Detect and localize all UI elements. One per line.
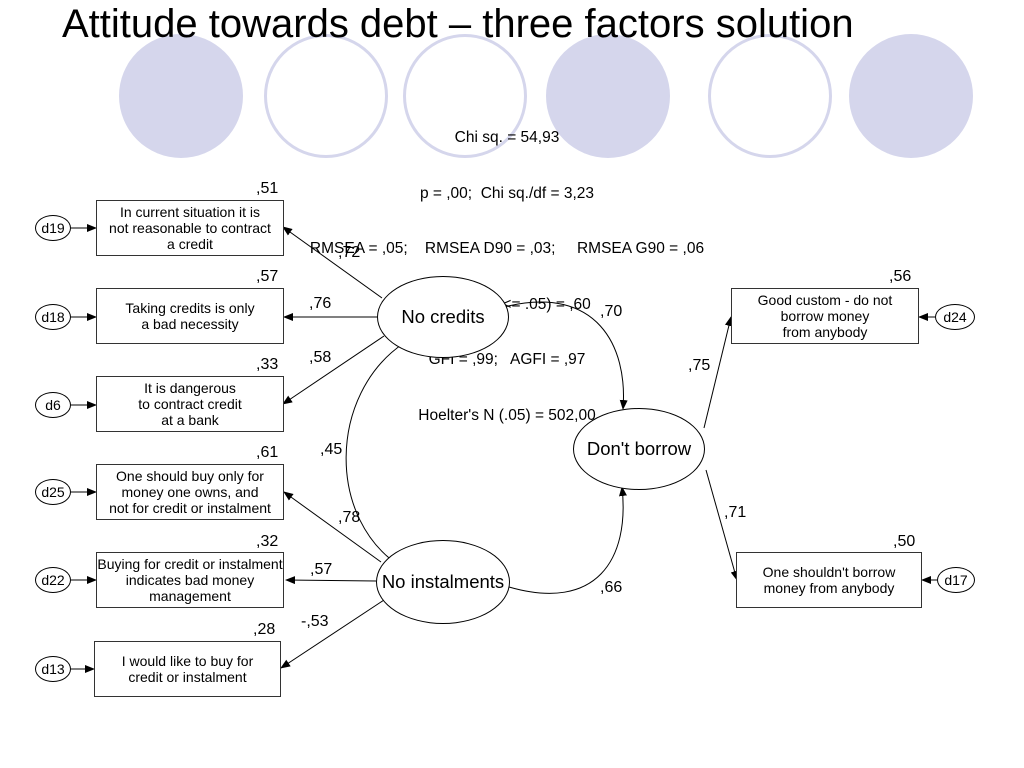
fit-line-p-value: p = ,00; Chi sq./df = 3,23 bbox=[419, 184, 595, 202]
error-term-d17: d17 bbox=[937, 567, 975, 593]
decorative-circle-1 bbox=[119, 34, 243, 158]
error-term-d25: d25 bbox=[35, 479, 71, 505]
decorative-circle-2 bbox=[264, 34, 388, 158]
r2-label-d18: ,57 bbox=[256, 268, 279, 285]
latent-factor-dont-borrow: Don't borrow bbox=[573, 408, 705, 490]
indicator-box-d17: One shouldn't borrow money from anybody bbox=[736, 552, 922, 608]
loading-label-d22: ,57 bbox=[310, 561, 333, 578]
loading-label-d13: -,53 bbox=[301, 613, 329, 630]
latent-factor-no-instalments: No instalments bbox=[376, 540, 510, 624]
indicator-box-d18: Taking credits is only a bad necessity bbox=[96, 288, 284, 344]
r2-label-d24: ,56 bbox=[889, 268, 912, 285]
loading-label-d25: ,78 bbox=[338, 509, 361, 526]
decorative-circle-4 bbox=[546, 34, 670, 158]
r2-label-d19: ,51 bbox=[256, 180, 279, 197]
indicator-box-d22: Buying for credit or instalment indicate… bbox=[96, 552, 284, 608]
slide-title: Attitude towards debt – three factors so… bbox=[62, 2, 854, 46]
correlation-arc-noinstalments-dontborrow bbox=[499, 486, 627, 594]
loading-arrow-d19 bbox=[282, 226, 383, 299]
decorative-circle-3 bbox=[403, 34, 527, 158]
error-term-d13: d13 bbox=[35, 656, 71, 682]
error-term-d19: d19 bbox=[35, 215, 71, 241]
error-term-d6: d6 bbox=[35, 392, 71, 418]
loading-arrow-d17 bbox=[705, 469, 739, 581]
r2-label-d17: ,50 bbox=[893, 533, 916, 550]
correlation-arc-nocredits-dontborrow bbox=[498, 301, 628, 410]
loading-label-d24: ,75 bbox=[688, 357, 711, 374]
indicator-box-d24: Good custom - do not borrow money from a… bbox=[731, 288, 919, 344]
r2-label-d13: ,28 bbox=[253, 621, 276, 638]
loading-arrow-d6 bbox=[282, 335, 385, 405]
error-term-d24: d24 bbox=[935, 304, 975, 330]
correlation-arc-nocredits-noinstalments bbox=[345, 334, 414, 569]
r2-label-d22: ,32 bbox=[256, 533, 279, 550]
r2-label-d25: ,61 bbox=[256, 444, 279, 461]
loading-label-d19: ,72 bbox=[338, 244, 361, 261]
loading-arrow-d13 bbox=[280, 599, 385, 669]
fit-line-hoelter: Hoelter's N (.05) = 502,00 bbox=[418, 406, 596, 424]
correlation-label-nocredits-dontborrow: ,70 bbox=[600, 303, 623, 320]
indicator-box-d13: I would like to buy for credit or instal… bbox=[94, 641, 281, 697]
indicator-box-d19: In current situation it is not reasonabl… bbox=[96, 200, 284, 256]
fit-line-chi-sq: Chi sq. = 54,93 bbox=[454, 129, 560, 146]
fit-line-rmsea: RMSEA = ,05; RMSEA D90 = ,03; RMSEA G90 … bbox=[309, 240, 705, 257]
loading-label-d6: ,58 bbox=[309, 349, 332, 366]
latent-factor-no-credits: No credits bbox=[377, 276, 509, 358]
r2-label-d6: ,33 bbox=[256, 356, 279, 373]
decorative-circle-6 bbox=[849, 34, 973, 158]
loading-arrow-d24 bbox=[703, 316, 733, 429]
loading-arrow-d22 bbox=[285, 576, 377, 585]
correlation-label-nocredits-noinstalments: ,45 bbox=[320, 441, 343, 458]
indicator-box-d25: One should buy only for money one owns, … bbox=[96, 464, 284, 520]
decorative-circle-5 bbox=[708, 34, 832, 158]
correlation-label-noinstalments-dontborrow: ,66 bbox=[600, 579, 623, 596]
error-term-d18: d18 bbox=[35, 304, 71, 330]
loading-arrow-d25 bbox=[283, 491, 382, 563]
loading-label-d17: ,71 bbox=[724, 504, 747, 521]
loading-label-d18: ,76 bbox=[309, 295, 332, 312]
error-term-d22: d22 bbox=[35, 567, 71, 593]
indicator-box-d6: It is dangerous to contract credit at a … bbox=[96, 376, 284, 432]
